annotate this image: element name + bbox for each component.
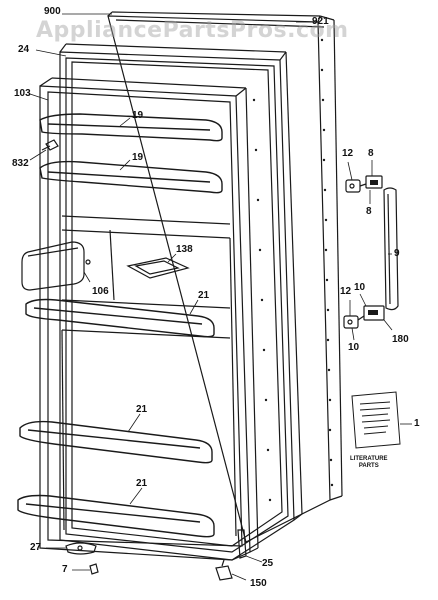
callout-19-upper: 19 (132, 110, 144, 121)
literature-pamphlet (351, 391, 401, 449)
callout-106: 106 (92, 286, 109, 297)
callout-8-bottom: 8 (366, 206, 372, 217)
callout-21-bottom: 21 (136, 478, 148, 489)
door-liner (39, 77, 259, 561)
literature-label-line2: PARTS (358, 463, 379, 469)
callout-12-upper: 12 (342, 148, 354, 159)
butter-tray (126, 257, 190, 279)
leader-lines (29, 13, 412, 581)
callout-12-lower: 12 (340, 286, 352, 297)
door-handle (383, 187, 399, 311)
callout-7: 7 (62, 564, 68, 575)
callout-27: 27 (30, 542, 42, 553)
lower-hinge-bracket (343, 305, 385, 329)
outer-door-panel (107, 11, 343, 543)
callout-180: 180 (392, 334, 409, 345)
callout-9: 9 (394, 248, 400, 259)
callout-921: 921 (312, 16, 329, 27)
watermark: AppliancePartsPros.com (36, 18, 349, 43)
callout-25: 25 (262, 558, 274, 569)
callout-10-lower: 10 (348, 342, 360, 353)
callout-138: 138 (176, 244, 193, 255)
callout-21-middle: 21 (136, 404, 148, 415)
literature-label: LITERATURE PARTS (350, 456, 388, 470)
callout-21-upper: 21 (198, 290, 210, 301)
callout-10-upper: 10 (354, 282, 366, 293)
callout-900: 900 (44, 6, 61, 17)
upper-hinge-bracket (345, 175, 383, 193)
callout-1: 1 (414, 418, 420, 429)
callout-19-lower: 19 (132, 152, 144, 163)
callout-8-top: 8 (368, 148, 374, 159)
hinge-pin (41, 139, 59, 151)
callout-150: 150 (250, 578, 267, 589)
callout-103: 103 (14, 88, 31, 99)
literature-label-line1: LITERATURE (350, 456, 388, 462)
dairy-door (21, 241, 91, 291)
callout-24: 24 (18, 44, 30, 55)
upper-shelf-bars (39, 113, 223, 194)
callout-832: 832 (12, 158, 29, 169)
lower-shelf-bars (17, 298, 215, 538)
